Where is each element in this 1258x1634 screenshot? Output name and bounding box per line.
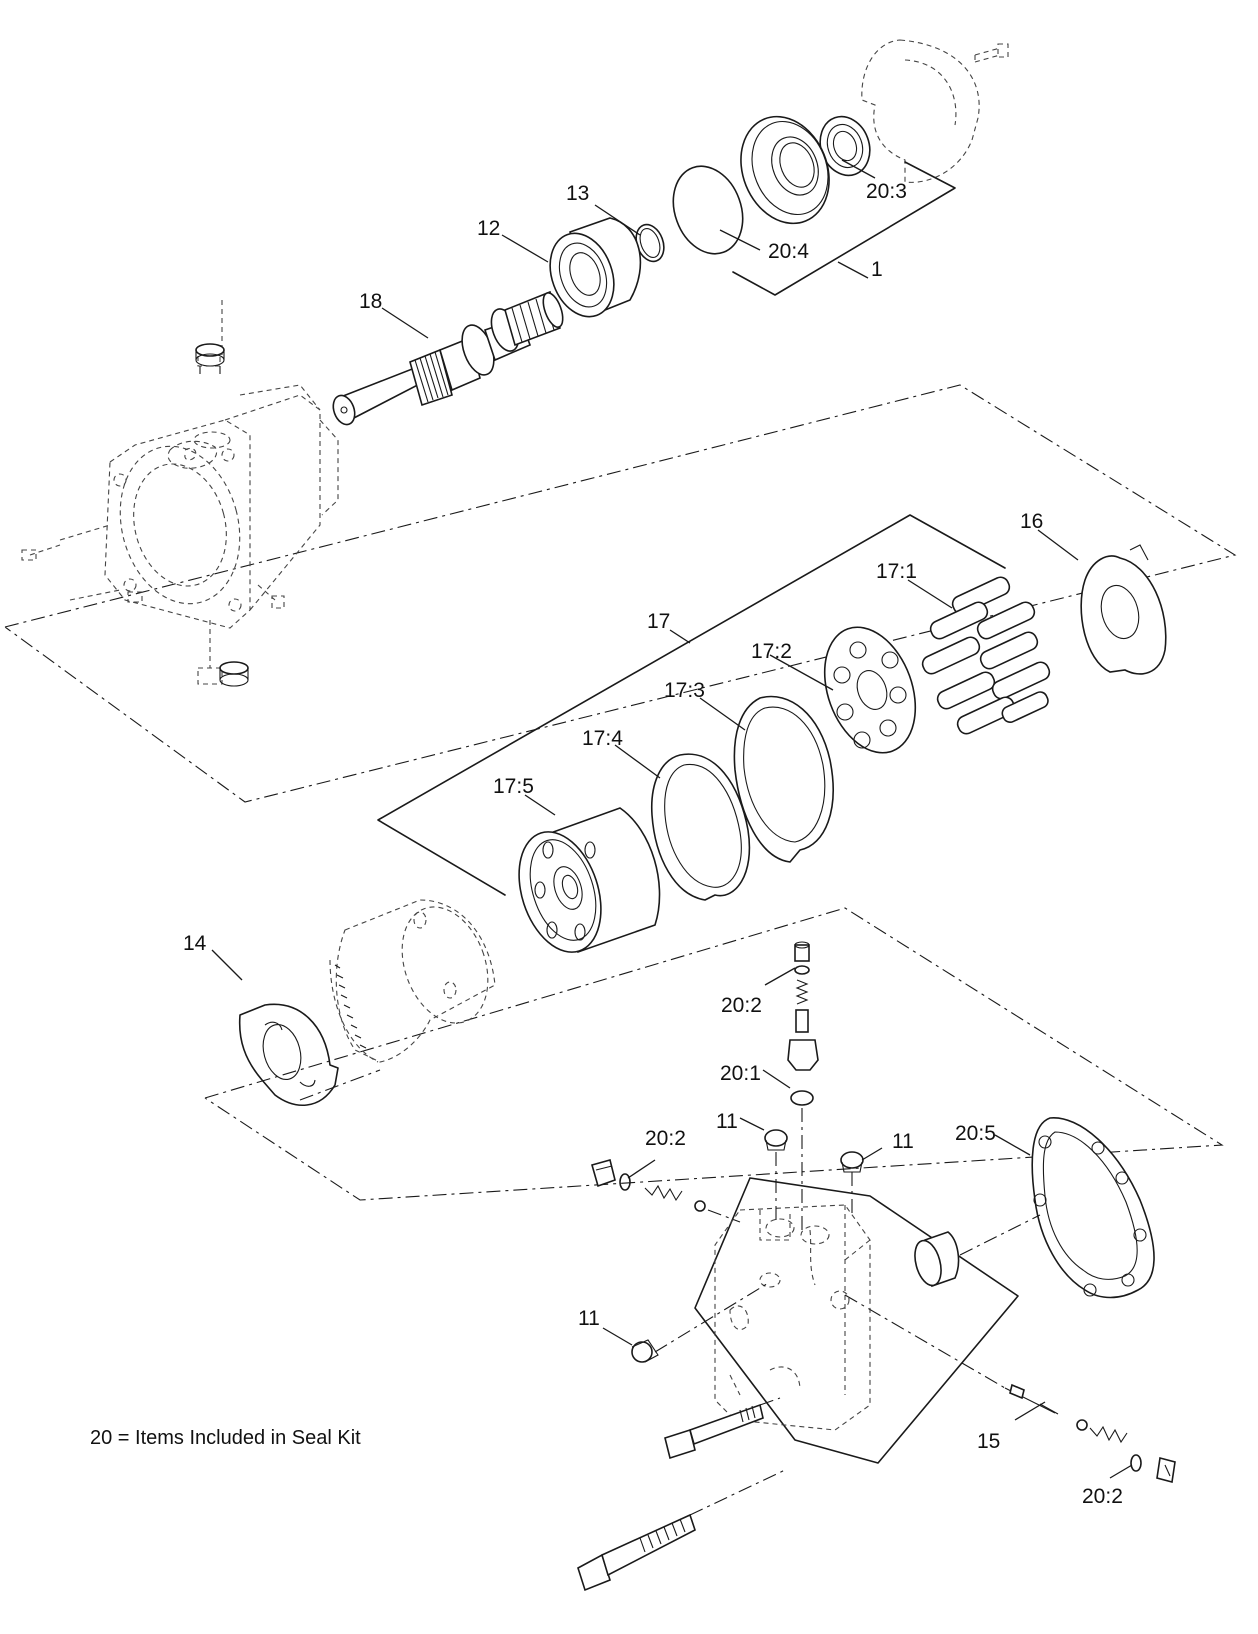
relief-seat <box>787 1039 819 1071</box>
end-cover <box>714 1204 871 1431</box>
gasket <box>1031 1117 1155 1299</box>
label-20-5: 20:5 <box>955 1122 996 1145</box>
left-ball <box>694 1200 706 1212</box>
upper-dashed-envelope <box>4 384 1237 803</box>
left-cap <box>591 1159 616 1188</box>
label-18: 18 <box>359 290 382 313</box>
label-20-4: 20:4 <box>768 240 809 263</box>
label-20-2-top: 20:2 <box>721 994 762 1017</box>
seal-carrier <box>740 115 830 225</box>
right-cap <box>1156 1456 1176 1484</box>
piston-retainer-plate <box>823 626 917 754</box>
label-12: 12 <box>477 217 500 240</box>
thrust-plate <box>1080 544 1167 675</box>
o-ring-20-2-right <box>1130 1454 1142 1472</box>
o-ring-small-top <box>794 965 810 975</box>
piston-set <box>921 576 1051 735</box>
relief-poppet <box>795 1009 809 1033</box>
motor-housing <box>21 300 339 685</box>
leader-lines <box>211 159 1133 1479</box>
left-spring <box>644 1184 683 1202</box>
bushing <box>914 1231 960 1288</box>
label-17: 17 <box>647 610 670 633</box>
right-spring <box>1089 1425 1128 1444</box>
relief-spring <box>795 979 809 1005</box>
seal-kit-note: 20 = Items Included in Seal Kit <box>90 1427 361 1449</box>
label-17-3: 17:3 <box>664 679 705 702</box>
ghost-screw <box>974 43 1009 63</box>
port-plate <box>238 1003 339 1107</box>
cylinder-barrel <box>518 807 661 954</box>
label-20-1: 20:1 <box>720 1062 761 1085</box>
label-16: 16 <box>1020 510 1043 533</box>
relief-valve-cap <box>794 941 810 962</box>
label-17-4: 17:4 <box>582 727 623 750</box>
label-17-2: 17:2 <box>751 640 792 663</box>
swashplate-housing <box>329 899 496 1063</box>
label-11-top: 11 <box>716 1110 738 1133</box>
label-20-2-bottom: 20:2 <box>1082 1485 1123 1508</box>
kit-1-bracket <box>732 161 956 296</box>
label-17-5: 17:5 <box>493 775 534 798</box>
right-ball <box>1076 1419 1088 1431</box>
label-20-2-left: 20:2 <box>645 1127 686 1150</box>
part-labels: 1 20:3 20:4 13 12 18 16 17:1 17 17:2 17:… <box>183 180 1123 1508</box>
housing-plug-top <box>195 343 225 374</box>
o-ring-large <box>672 165 744 255</box>
label-1: 1 <box>871 258 883 281</box>
plug-11-c <box>631 1339 659 1363</box>
short-bolt <box>664 1403 764 1460</box>
ghost-cover-plate <box>861 39 980 183</box>
housing-plug-bottom <box>219 661 249 687</box>
end-cover-outline <box>694 1177 1019 1464</box>
long-bolt <box>577 1513 696 1592</box>
plug-11-a <box>764 1129 788 1151</box>
label-13: 13 <box>566 182 589 205</box>
label-17-1: 17:1 <box>876 560 917 583</box>
label-14: 14 <box>183 932 207 955</box>
o-ring-20-1 <box>790 1090 814 1106</box>
o-ring-20-2-left <box>619 1173 631 1191</box>
check-pin <box>1004 1383 1059 1415</box>
valve-plate-ring <box>650 753 751 901</box>
bearing <box>549 217 642 318</box>
label-15: 15 <box>977 1430 1000 1453</box>
assembly-axes <box>299 1069 1041 1516</box>
rotating-group-bracket <box>377 514 1006 896</box>
swashplate-ring <box>733 695 834 863</box>
label-20-3: 20:3 <box>866 180 907 203</box>
lower-dashed-envelope <box>204 907 1224 1201</box>
label-11-right: 11 <box>892 1130 914 1153</box>
label-11-left: 11 <box>578 1307 600 1330</box>
drive-shaft <box>332 290 564 426</box>
